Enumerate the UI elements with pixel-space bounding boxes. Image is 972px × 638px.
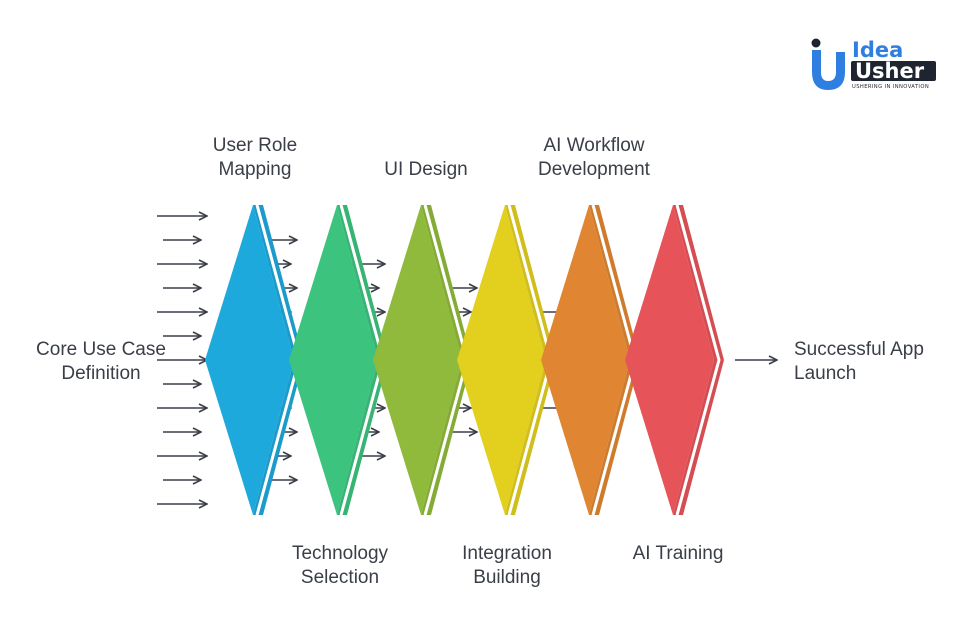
stage-label-3-line: UI Design: [384, 159, 467, 180]
stage-label-5-line: Development: [538, 159, 651, 180]
chevron-edge: [253, 205, 304, 515]
logo-word-usher: Usher: [855, 59, 925, 83]
chevron-body: [289, 205, 378, 515]
chevron-body: [373, 205, 462, 515]
stage-chevron-6: [625, 204, 724, 516]
stage-label-1-line: Mapping: [219, 159, 292, 180]
stage-chevrons: [205, 204, 724, 516]
logo-u-mark: [812, 50, 845, 90]
stage-label-6-line: AI Training: [633, 543, 724, 564]
stage-label-3: UI Design: [384, 159, 467, 180]
logo-usher-bg: [851, 61, 936, 81]
stage-label-1-line: User Role: [213, 135, 297, 156]
chevron-highlight: [675, 204, 721, 516]
stage-label-6: AI Training: [633, 543, 724, 564]
start-label-line: Core Use Case: [36, 339, 166, 360]
logo-dot: [811, 38, 821, 48]
idea-usher-logo: Idea Usher USHERING IN INNOVATION: [811, 38, 936, 90]
stage-label-5-line: AI Workflow: [543, 135, 644, 156]
chevron-edge: [589, 205, 640, 515]
chevron-edge: [337, 205, 388, 515]
end-label-line: Successful App: [794, 339, 924, 360]
stage-label-4-line: Building: [473, 567, 541, 588]
chevron-body: [625, 205, 714, 515]
chevron-body: [205, 205, 294, 515]
logo-word-idea: Idea: [852, 38, 903, 62]
logo-tagline: USHERING IN INNOVATION: [852, 84, 929, 90]
stage-label-2-line: Technology: [292, 543, 389, 564]
chevron-body: [457, 205, 546, 515]
chevron-body: [541, 205, 630, 515]
chevron-edge: [673, 205, 724, 515]
start-label-line: Definition: [61, 363, 140, 384]
end-label-line: Launch: [794, 363, 856, 384]
chevron-edge: [505, 205, 556, 515]
chevron-edge: [421, 205, 472, 515]
stage-label-4-line: Integration: [462, 543, 552, 564]
stage-label-2-line: Selection: [301, 567, 379, 588]
